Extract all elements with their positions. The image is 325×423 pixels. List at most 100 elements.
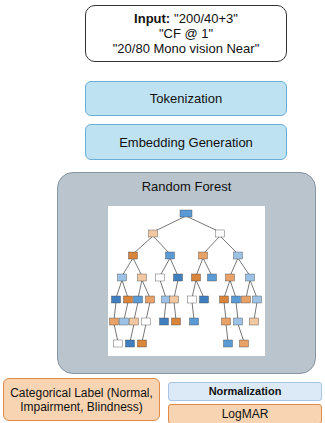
box-label: Categorical Label (Normal, Impairment, B… — [10, 386, 153, 414]
tree-node — [110, 318, 119, 325]
tree-branch — [146, 302, 150, 320]
tree-node — [129, 252, 138, 259]
tree-node — [234, 252, 243, 259]
tree-node — [180, 210, 192, 217]
tree-node — [166, 252, 175, 259]
box-label: LogMAR — [222, 407, 269, 421]
tree-branch — [220, 236, 238, 254]
tree-node — [118, 274, 127, 281]
tree-branch — [224, 302, 226, 320]
tree-branch — [203, 258, 212, 276]
tree-branch — [138, 280, 142, 298]
tree-node — [114, 340, 123, 347]
tree-branch — [224, 280, 230, 298]
tree-node — [220, 296, 229, 303]
tree-branch — [142, 280, 150, 298]
tree-node — [192, 274, 201, 281]
tree-node — [134, 296, 143, 303]
tree-node — [138, 274, 147, 281]
tree-node — [224, 340, 233, 347]
box-label: Random Forest — [142, 179, 232, 194]
tree-branch — [196, 280, 204, 298]
tree-branch — [250, 280, 257, 298]
tree-branch — [160, 280, 166, 298]
tree-branch — [238, 258, 250, 276]
box-label: "CF @ 1" — [159, 26, 213, 41]
tree-node — [188, 296, 197, 303]
process-box: Tokenization — [85, 81, 287, 116]
tree-branch — [192, 280, 196, 298]
tree-node — [250, 318, 259, 325]
tree-node — [156, 274, 165, 281]
box-label: "20/80 Mono vision Near" — [113, 41, 260, 56]
process-box: Normalization — [168, 382, 322, 401]
tree-branch — [116, 280, 122, 298]
tree-branch — [186, 216, 220, 232]
tree-branch — [124, 302, 128, 320]
tree-node — [120, 318, 129, 325]
tree-node — [142, 318, 151, 325]
tree-branch — [134, 302, 138, 320]
tree-branch — [174, 302, 176, 320]
tree-branch — [246, 280, 250, 298]
tree-node — [138, 340, 147, 347]
tree-branch — [238, 324, 244, 342]
tree-node — [216, 230, 225, 237]
tree-branch — [122, 280, 128, 298]
box-label: Input: — [134, 11, 170, 26]
tree-node — [222, 318, 231, 325]
box-label: Normalization — [209, 385, 282, 397]
tree-branch — [153, 216, 186, 232]
tree-node — [199, 252, 208, 259]
tree-node — [234, 318, 243, 325]
tree-node — [162, 296, 171, 303]
tree-branch — [114, 302, 116, 320]
tree-branch — [133, 236, 153, 254]
tree-branch — [254, 302, 257, 320]
tree-node — [200, 296, 209, 303]
tree-node — [240, 340, 249, 347]
tree-branch — [203, 236, 220, 254]
decision-tree-illustration — [108, 206, 265, 356]
tree-branch — [230, 280, 236, 298]
tree-branch — [130, 324, 134, 342]
tree-branch — [164, 302, 166, 320]
tree-node — [130, 318, 139, 325]
box-label: "200/40+3" — [174, 11, 238, 26]
tree-branch — [236, 302, 238, 320]
box-label: Embedding Generation — [119, 135, 253, 150]
process-box: Embedding Generation — [85, 124, 287, 160]
tree-branch — [230, 258, 238, 276]
tree-node — [126, 340, 135, 347]
box-label: Tokenization — [150, 91, 222, 106]
tree-branch — [192, 302, 194, 320]
tree-node — [242, 296, 251, 303]
output-box: Categorical Label (Normal, Impairment, B… — [3, 378, 160, 421]
tree-node — [226, 274, 235, 281]
tree-node — [246, 274, 255, 281]
tree-node — [160, 318, 169, 325]
tree-branch — [226, 324, 228, 342]
tree-node — [172, 318, 181, 325]
tree-node — [232, 296, 241, 303]
tree-branch — [174, 280, 178, 298]
tree-branch — [196, 258, 203, 276]
tree-branch — [122, 258, 133, 276]
tree-node — [112, 296, 121, 303]
tree-node — [124, 296, 133, 303]
input-box: Input: "200/40+3""CF @ 1""20/80 Mono visi… — [85, 5, 287, 62]
tree-node — [170, 296, 179, 303]
tree-background — [108, 206, 265, 356]
tree-branch — [160, 258, 170, 276]
tree-branch — [142, 324, 146, 342]
tree-branch — [153, 236, 170, 254]
tree-node — [208, 274, 217, 281]
tree-branch — [133, 258, 142, 276]
tree-branch — [170, 258, 178, 276]
tree-node — [253, 296, 262, 303]
tree-node — [174, 274, 183, 281]
tree-node — [190, 318, 199, 325]
tree-branch — [114, 324, 118, 342]
output-box: LogMAR — [168, 404, 322, 423]
tree-node — [149, 230, 158, 237]
